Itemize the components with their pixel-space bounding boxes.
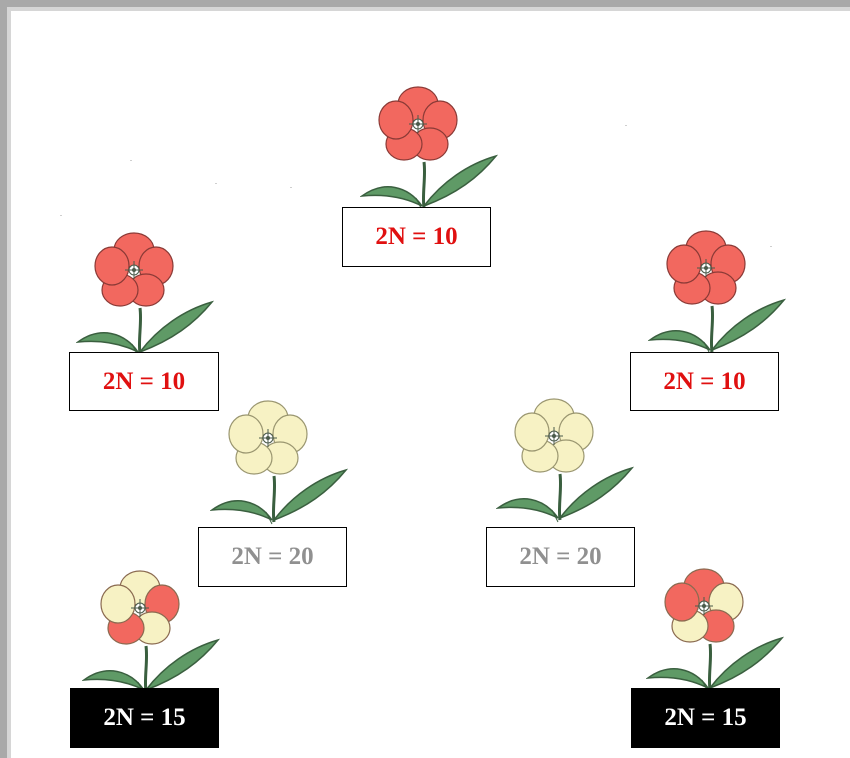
cream-flower-left xyxy=(210,400,348,526)
speckle xyxy=(290,187,292,188)
window-frame-inner-left xyxy=(7,7,11,758)
speckle xyxy=(60,215,62,216)
label-right-2n-10: 2N = 10 xyxy=(630,352,779,411)
label-top-2n-10: 2N = 10 xyxy=(342,207,491,267)
red-flower-left xyxy=(76,232,214,358)
label-right-2n-20: 2N = 20 xyxy=(486,527,635,587)
window-frame-inner-top xyxy=(7,7,850,11)
speckle xyxy=(215,183,217,184)
window-frame-left xyxy=(0,0,7,758)
window-frame-top xyxy=(0,0,850,7)
cream-flower-right xyxy=(496,398,634,524)
hybrid-flower-right xyxy=(646,568,784,694)
label-left-2n-15: 2N = 15 xyxy=(70,688,219,748)
label-left-2n-20: 2N = 20 xyxy=(198,527,347,587)
speckle xyxy=(770,246,772,247)
speckle xyxy=(130,160,132,161)
label-left-2n-10: 2N = 10 xyxy=(69,352,219,411)
red-flower-right xyxy=(648,230,786,356)
label-right-2n-15: 2N = 15 xyxy=(631,688,780,748)
speckle xyxy=(625,125,627,126)
red-flower-top xyxy=(360,86,498,212)
hybrid-flower-left xyxy=(82,570,220,696)
